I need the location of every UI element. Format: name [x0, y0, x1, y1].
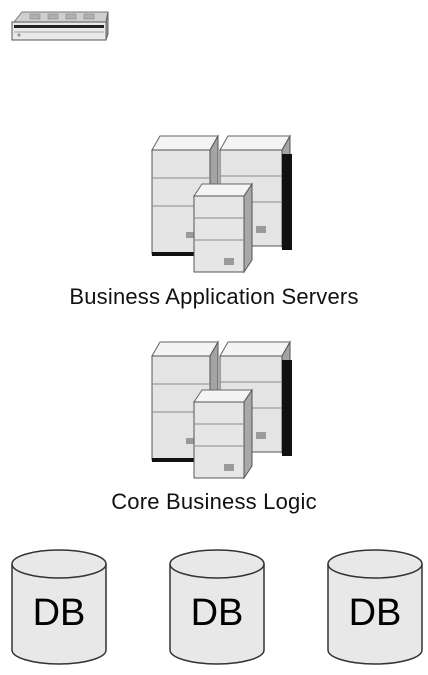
server-cluster-icon	[148, 134, 294, 276]
database-cylinder-icon: DB	[169, 548, 265, 668]
tier-label-app-servers: Business Application Servers	[69, 284, 359, 309]
tier-label-core-logic: Core Business Logic	[111, 489, 317, 514]
server-cluster-icon	[148, 340, 294, 482]
server-tower-front	[193, 388, 253, 480]
database-label: DB	[32, 592, 86, 634]
database-cylinder-icon: DB	[327, 548, 423, 668]
rack-switch-icon	[10, 8, 110, 44]
database-label: DB	[348, 592, 402, 634]
database-cylinder-icon: DB	[11, 548, 107, 668]
server-tower-front	[193, 182, 253, 274]
database-label: DB	[190, 592, 244, 634]
